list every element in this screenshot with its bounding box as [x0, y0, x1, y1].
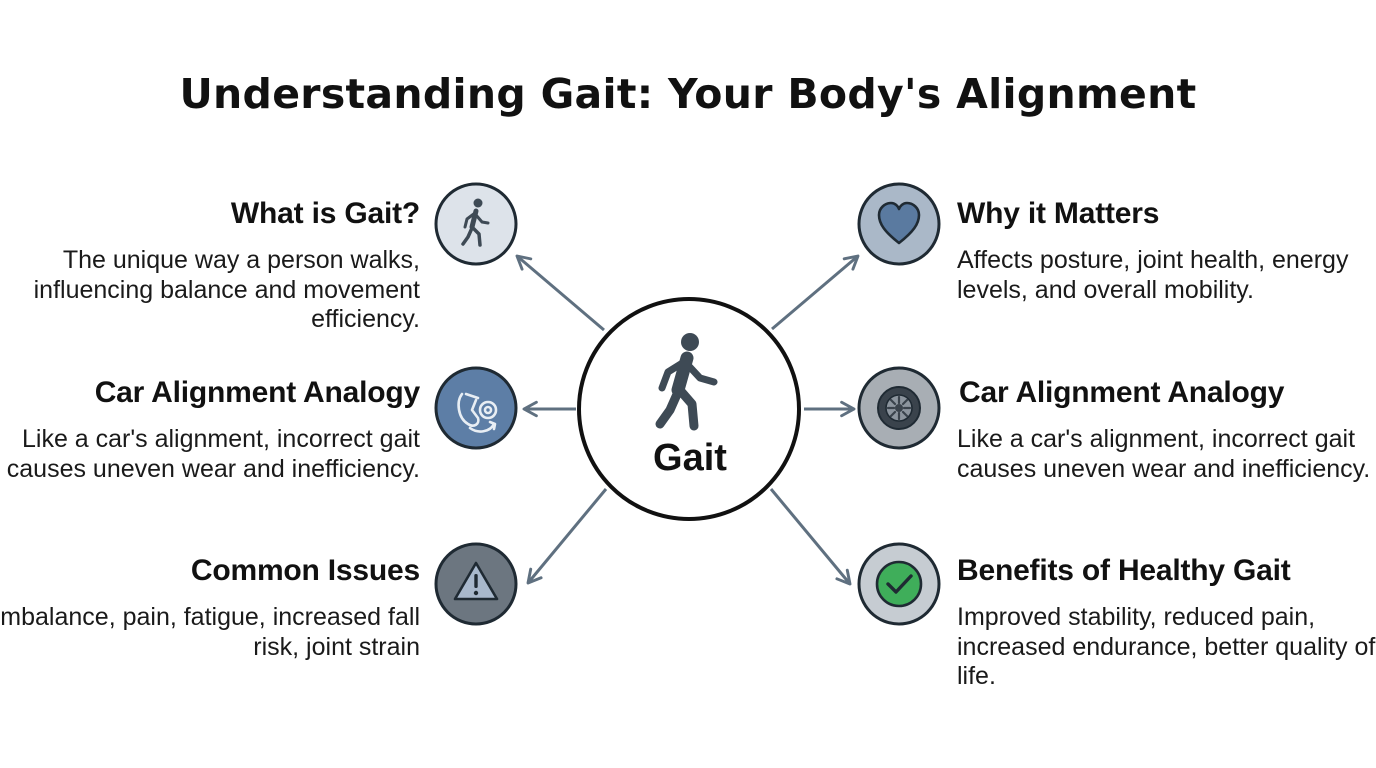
car-alignment-left-icon-circle: [434, 366, 518, 450]
foot-alignment-icon: [457, 392, 498, 433]
common-issues-title: Common Issues: [190, 554, 420, 587]
arrow-to-common-issues: [526, 488, 608, 585]
tire-icon: [877, 386, 921, 430]
arrow-to-benefits: [769, 488, 852, 586]
heart-icon: [877, 201, 921, 245]
car-alignment-right-description: Like a car's alignment, incorrect gait c…: [957, 425, 1371, 483]
what-is-gait-title: What is Gait?: [230, 197, 420, 230]
car-alignment-right-block: Car Alignment Analogy Like a car's align…: [957, 375, 1376, 484]
car-alignment-right-icon-circle: [857, 366, 941, 450]
common-issues-icon-circle: [434, 542, 518, 626]
benefits-icon-circle: [857, 542, 941, 626]
benefits-block: Benefits of Healthy Gait Improved stabil…: [957, 553, 1376, 692]
why-it-matters-title: Why it Matters: [957, 197, 1160, 230]
common-issues-block: Common Issues Imbalance, pain, fatigue, …: [0, 553, 420, 662]
why-it-matters-description: Affects posture, joint health, energy le…: [957, 246, 1349, 304]
warning-icon: [453, 561, 499, 601]
why-it-matters-block: Why it Matters Affects posture, joint he…: [957, 196, 1376, 305]
benefits-title: Benefits of Healthy Gait: [957, 554, 1291, 587]
what-is-gait-icon-circle: [434, 182, 518, 266]
car-alignment-left-title: Car Alignment Analogy: [94, 376, 420, 409]
checkmark-icon: [875, 560, 923, 608]
center-label: Gait: [653, 437, 727, 479]
benefits-description: Improved stability, reduced pain, increa…: [957, 603, 1376, 690]
walking-person-icon: [461, 198, 490, 247]
arrow-to-what-is-gait: [515, 254, 605, 332]
arrow-to-why-it-matters: [771, 254, 860, 331]
car-alignment-left-block: Car Alignment Analogy Like a car's align…: [0, 375, 420, 484]
common-issues-description: Imbalance, pain, fatigue, increased fall…: [0, 603, 420, 661]
what-is-gait-description: The unique way a person walks, influenci…: [33, 246, 420, 333]
center-walking-person-icon: [655, 333, 718, 431]
why-it-matters-icon-circle: [857, 182, 941, 266]
what-is-gait-block: What is Gait? The unique way a person wa…: [0, 196, 421, 335]
car-alignment-left-description: Like a car's alignment, incorrect gait c…: [6, 425, 420, 483]
page-title: Understanding Gait: Your Body's Alignmen…: [179, 70, 1197, 118]
car-alignment-right-title: Car Alignment Analogy: [959, 376, 1285, 409]
